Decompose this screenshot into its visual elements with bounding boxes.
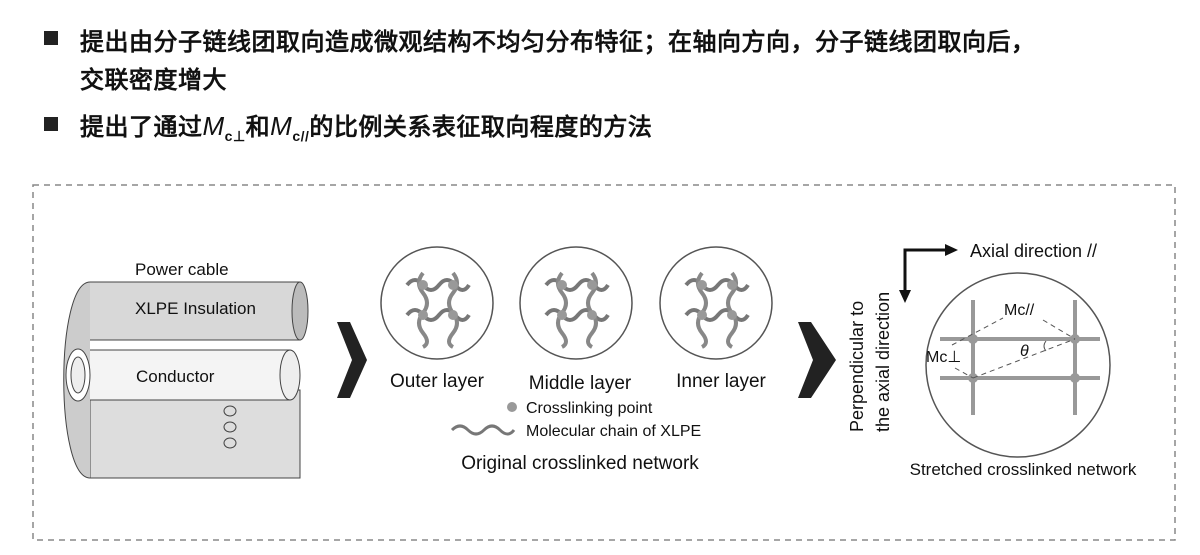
original-network-caption: Original crosslinked network <box>461 453 699 474</box>
bullet-marker-1 <box>44 31 58 45</box>
m-letter: M <box>202 111 225 141</box>
bullet-1-line-1: 提出由分子链线团取向造成微观结构不均匀分布特征；在轴向方向，分子链线团取向后， <box>80 28 1036 56</box>
power-cable-label: Power cable <box>135 260 229 279</box>
outer-layer-label: Outer layer <box>390 371 485 392</box>
theta-label: θ <box>1020 343 1029 360</box>
conductor-label: Conductor <box>136 367 215 386</box>
middle-layer-network <box>519 246 633 360</box>
outer-layer-network <box>380 246 494 360</box>
middle-layer-label: Middle layer <box>529 373 632 394</box>
axis-arrows-icon <box>899 244 958 303</box>
mc-perpendicular-label: Mc⊥ <box>926 349 961 366</box>
conductor-strand-icon <box>223 437 237 449</box>
m-subscript: c// <box>292 128 310 144</box>
stretched-network-caption: Stretched crosslinked network <box>910 460 1137 479</box>
bullet-2-post: 的比例关系表征取向程度的方法 <box>309 113 653 141</box>
mc-perp-symbol: Mc⊥ <box>202 111 246 144</box>
mc-par-symbol: Mc// <box>270 111 310 144</box>
perpendicular-label-1: Perpendicular to <box>847 301 867 432</box>
mc-parallel-label: Mc// <box>1004 302 1035 319</box>
axial-direction-label: Axial direction // <box>970 241 1097 261</box>
m-letter: M <box>270 111 293 141</box>
bullet-marker-2 <box>44 117 58 131</box>
bullet-2-pre: 提出了通过 <box>80 113 203 141</box>
dashed-frame <box>32 184 1176 541</box>
arrow-right-icon <box>798 322 836 398</box>
legend-molecular-chain: Molecular chain of XLPE <box>526 423 701 440</box>
bullet-2-mid: 和 <box>245 113 271 141</box>
legend-crosslinking-point: Crosslinking point <box>526 400 653 417</box>
inner-layer-network <box>659 246 773 360</box>
conductor-strand-icon <box>223 421 237 433</box>
stretched-network <box>925 272 1111 458</box>
molecular-chain-icon <box>450 424 516 436</box>
bullet-2: 提出了通过Mc⊥和Mc//的比例关系表征取向程度的方法 <box>80 107 652 145</box>
xlpe-insulation-label: XLPE Insulation <box>135 299 256 318</box>
conductor-strand-icon <box>223 405 237 417</box>
inner-layer-label: Inner layer <box>676 371 766 392</box>
crosslinking-point-icon <box>507 402 517 412</box>
m-subscript: c⊥ <box>224 128 246 144</box>
perpendicular-label-2: the axial direction <box>873 292 893 432</box>
power-cable-illustration <box>63 281 309 479</box>
arrow-right-icon <box>337 322 367 398</box>
bullet-1-line-2: 交联密度增大 <box>80 66 227 94</box>
